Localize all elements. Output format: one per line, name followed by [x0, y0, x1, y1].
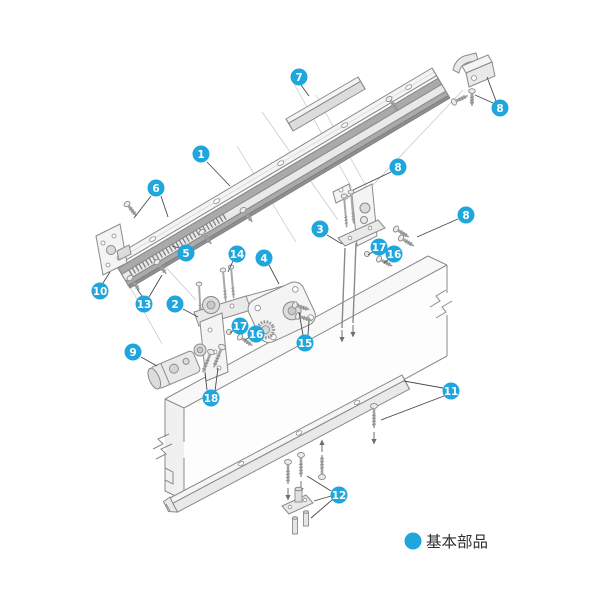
badge-17: 17 [367, 238, 388, 256]
hanger-bracket [337, 183, 417, 343]
svg-text:1: 1 [197, 149, 204, 161]
svg-text:4: 4 [260, 253, 267, 265]
svg-text:9: 9 [129, 347, 136, 359]
badge-17: 17 [229, 317, 249, 335]
svg-text:17: 17 [233, 321, 248, 333]
svg-text:6: 6 [152, 183, 159, 195]
svg-text:14: 14 [230, 249, 245, 261]
badge-1: 1 [192, 145, 231, 187]
svg-text:8: 8 [394, 162, 401, 174]
stopper-block [449, 52, 496, 108]
badge-6: 6 [133, 179, 169, 219]
svg-text:5: 5 [182, 248, 189, 260]
badge-8: 8 [416, 206, 475, 238]
svg-text:11: 11 [444, 386, 459, 398]
badge-11: 11 [380, 380, 460, 421]
badge-13: 13 [135, 274, 163, 313]
svg-text:10: 10 [93, 286, 108, 298]
badge-8: 8 [352, 158, 407, 191]
svg-text:13: 13 [137, 299, 152, 311]
legend-marker [404, 532, 422, 550]
badge-5: 5 [171, 244, 195, 262]
badge-16: 16 [244, 325, 265, 343]
floor-guide [281, 451, 314, 535]
svg-text:16: 16 [387, 249, 402, 261]
damper-unit [147, 343, 207, 390]
rack-belt [128, 213, 228, 276]
legend-label: 基本部品 [426, 533, 488, 551]
break-marks [152, 289, 453, 460]
badge-3: 3 [311, 220, 343, 245]
badge-12: 12 [306, 475, 348, 519]
badge-9: 9 [124, 343, 158, 367]
badge-18: 18 [202, 367, 220, 407]
badge-16: 16 [383, 245, 403, 264]
bottom-rail [162, 374, 411, 513]
screw [467, 87, 477, 108]
svg-text:12: 12 [332, 490, 347, 502]
svg-text:18: 18 [204, 393, 219, 405]
badge-10: 10 [91, 271, 111, 300]
line-art [95, 52, 496, 535]
svg-text:7: 7 [295, 72, 302, 84]
rail-cover [285, 76, 366, 132]
badge-8: 8 [474, 76, 509, 117]
badge-7: 7 [290, 68, 310, 97]
svg-text:8: 8 [496, 103, 503, 115]
badge-14: 14 [227, 245, 246, 273]
end-plate [95, 223, 132, 276]
legend: 基本部品 [404, 532, 488, 551]
svg-text:15: 15 [298, 338, 313, 350]
svg-text:8: 8 [462, 210, 469, 222]
screw [449, 91, 471, 108]
badge-15: 15 [296, 311, 314, 352]
svg-text:17: 17 [372, 242, 387, 254]
svg-text:16: 16 [249, 329, 264, 341]
badge-2: 2 [166, 295, 199, 318]
svg-text:2: 2 [171, 299, 178, 311]
badge-4: 4 [255, 249, 280, 285]
svg-text:3: 3 [316, 224, 323, 236]
